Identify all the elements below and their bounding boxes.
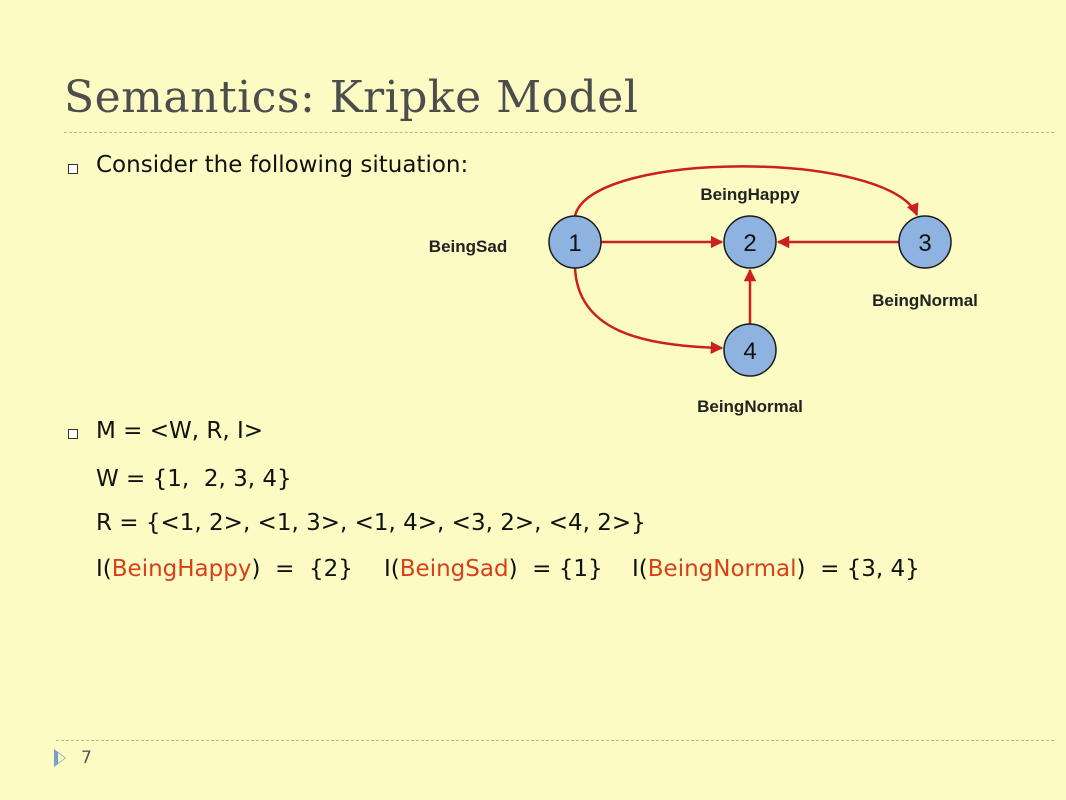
- edge-1-to-3: [573, 165, 919, 217]
- predicate-sad: BeingSad: [399, 556, 509, 582]
- interp-value: ) = {1}: [508, 556, 603, 582]
- proposition-label-3: BeingNormal: [872, 291, 978, 310]
- slide-title: Semantics: Kripke Model: [64, 72, 639, 123]
- world-node-4: [723, 323, 777, 377]
- bullet-consider: Consider the following situation:: [96, 152, 469, 178]
- interp-prefix: I(: [632, 556, 648, 582]
- proposition-label-4: BeingNormal: [697, 397, 803, 416]
- interp-value: ) = {3, 4}: [796, 556, 920, 582]
- world-node-label-2: 2: [743, 230, 756, 257]
- interpretation-sad: I(BeingSad) = {1}: [384, 556, 603, 582]
- page-marker-inner: [58, 753, 65, 763]
- interp-value: ) = {2}: [251, 556, 353, 582]
- world-node-label-4: 4: [743, 338, 756, 365]
- proposition-label-1: BeingSad: [429, 237, 507, 256]
- predicate-happy: BeingHappy: [111, 556, 252, 582]
- world-node-3: [898, 215, 952, 269]
- interpretation-normal: I(BeingNormal) = {3, 4}: [632, 556, 920, 582]
- predicate-normal: BeingNormal: [647, 556, 797, 582]
- world-node-1: [548, 215, 602, 269]
- bullet-icon: [68, 429, 78, 439]
- bullet-icon: [68, 164, 78, 174]
- title-divider: [64, 132, 1054, 133]
- footer-divider: [56, 740, 1054, 741]
- interp-prefix: I(: [384, 556, 400, 582]
- world-node-label-1: 1: [568, 230, 581, 257]
- interp-prefix: I(: [96, 556, 112, 582]
- relation-line: R = {<1, 2>, <1, 3>, <1, 4>, <3, 2>, <4,…: [96, 510, 646, 536]
- worlds-line: W = {1, 2, 3, 4}: [96, 466, 292, 492]
- proposition-label-2: BeingHappy: [700, 185, 800, 204]
- interpretation-happy: I(BeingHappy) = {2}: [96, 556, 353, 582]
- page-number: 7: [81, 748, 92, 768]
- bullet-model-tuple: M = <W, R, I>: [96, 418, 264, 444]
- world-node-2: [723, 215, 777, 269]
- edge-1-to-4: [573, 267, 724, 354]
- world-node-label-3: 3: [918, 230, 931, 257]
